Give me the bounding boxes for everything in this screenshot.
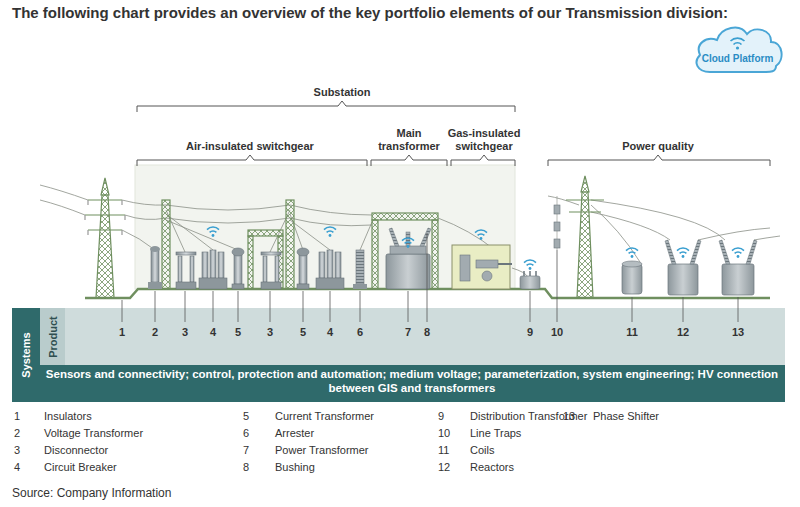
part-name: Arrester xyxy=(275,427,465,440)
cloud-shape: Cloud Platform xyxy=(690,22,785,76)
group-label: Substation xyxy=(282,86,402,99)
callout-number: 5 xyxy=(291,326,315,339)
legend-number: 3 xyxy=(14,444,38,457)
systems-text: Sensors and connectivity; control, prote… xyxy=(42,367,782,395)
legend-number: 7 xyxy=(243,444,267,457)
callout-number: 13 xyxy=(726,326,750,339)
legend-number: 9 xyxy=(438,410,462,423)
part-name: Insulators xyxy=(44,410,234,423)
part-name: Phase Shifter xyxy=(593,410,783,423)
group-label: Main transformer xyxy=(373,127,445,153)
cloud-label: Cloud Platform xyxy=(690,53,785,64)
callout-number: 6 xyxy=(348,326,372,339)
callout-number: 8 xyxy=(415,326,439,339)
part-name: Circuit Breaker xyxy=(44,461,234,474)
legend-number: 2 xyxy=(14,427,38,440)
legend-number: 10 xyxy=(438,427,462,440)
systems-band: Product SystemsSensors and connectivity; … xyxy=(12,308,785,402)
callout-number: 4 xyxy=(318,326,342,339)
part-name: Line Traps xyxy=(470,427,660,440)
legend-number: 5 xyxy=(243,410,267,423)
callout-number: 1 xyxy=(110,326,134,339)
legend-number: 1 xyxy=(14,410,38,423)
band-heading: Systems xyxy=(20,332,32,377)
part-name: Voltage Transformer xyxy=(44,427,234,440)
callout-number: 3 xyxy=(173,326,197,339)
legend-number: 13 xyxy=(563,410,587,423)
legend-number: 8 xyxy=(243,461,267,474)
callout-number: 7 xyxy=(396,326,420,339)
part-name: Power Transformer xyxy=(275,444,465,457)
source-caption: Source: Company Information xyxy=(12,486,171,500)
legend-number: 11 xyxy=(438,444,462,457)
part-name: Current Transformer xyxy=(275,410,465,423)
callout-number: 9 xyxy=(518,326,542,339)
part-name: Disconnector xyxy=(44,444,234,457)
callout-number: 5 xyxy=(226,326,250,339)
group-label: Air-insulated switchgear xyxy=(160,140,340,153)
page-title: The following chart provides an overview… xyxy=(12,3,786,23)
part-name: Reactors xyxy=(470,461,660,474)
callout-number: 11 xyxy=(620,326,644,339)
group-label: Power quality xyxy=(598,140,718,153)
group-label: Gas-insulated switchgear xyxy=(442,127,526,153)
callout-number: 10 xyxy=(545,326,569,339)
legend-number: 4 xyxy=(14,461,38,474)
legend-number: 12 xyxy=(438,461,462,474)
callout-number: 3 xyxy=(258,326,282,339)
product-band: Product xyxy=(40,308,785,365)
band-heading: Product xyxy=(47,316,59,358)
legend-number: 6 xyxy=(243,427,267,440)
cloud-outline xyxy=(690,22,785,76)
part-name: Bushing xyxy=(275,461,465,474)
callout-number: 4 xyxy=(201,326,225,339)
callout-number: 12 xyxy=(671,326,695,339)
part-name: Coils xyxy=(470,444,660,457)
callout-number: 2 xyxy=(143,326,167,339)
